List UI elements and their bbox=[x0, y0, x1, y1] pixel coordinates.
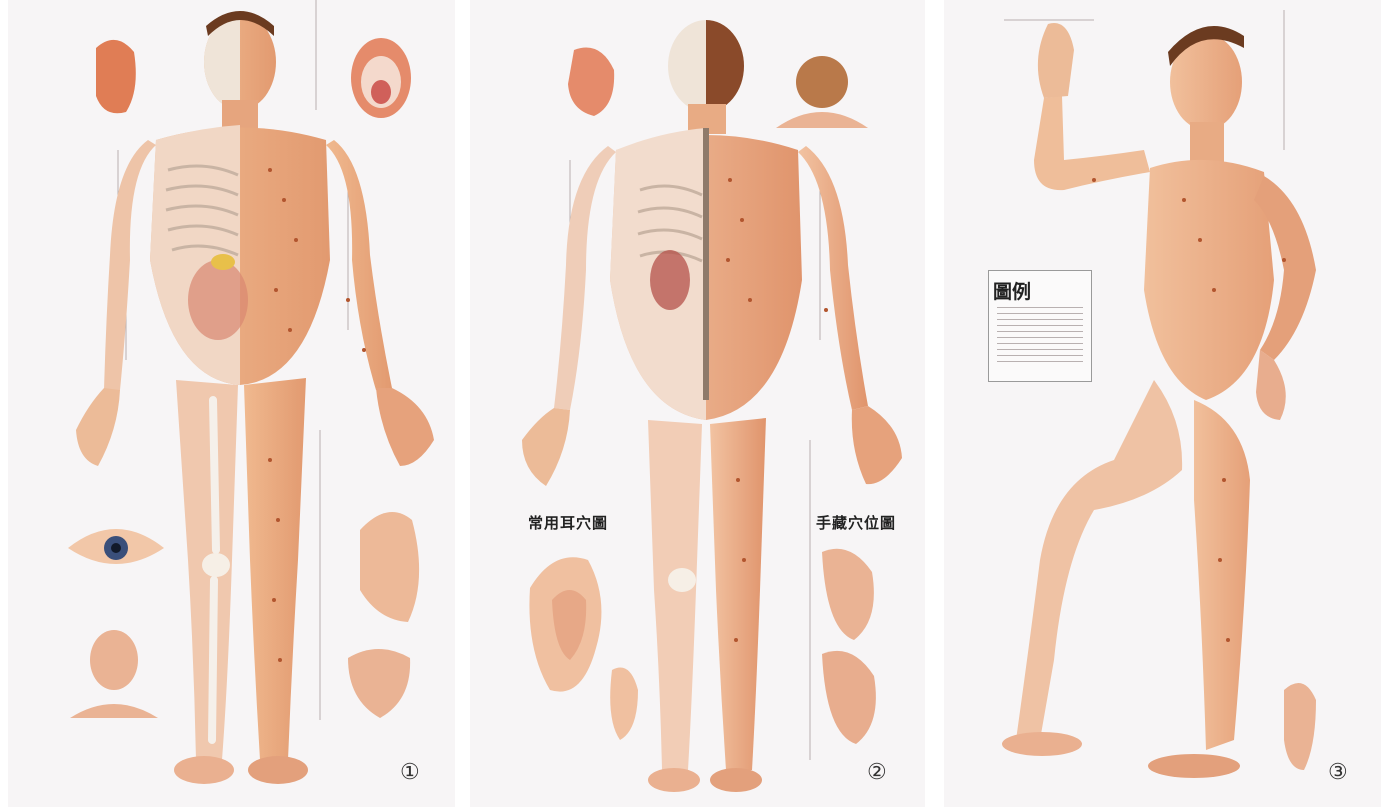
anterior-chart-panel: ① bbox=[8, 0, 455, 807]
panel-number: ① bbox=[400, 762, 420, 784]
shoulder-vignette bbox=[360, 512, 419, 622]
gutter bbox=[455, 0, 470, 807]
legend-title: 圖例 bbox=[993, 277, 1031, 304]
posterior-body-figure bbox=[470, 0, 925, 807]
organ-vignette bbox=[96, 40, 136, 113]
hand-back-diagram bbox=[822, 651, 876, 744]
gutter bbox=[1381, 0, 1389, 807]
gutter bbox=[925, 0, 944, 807]
panel-number: ② bbox=[867, 762, 887, 784]
foot-sole-vignette bbox=[1284, 683, 1316, 770]
head-back-vignette bbox=[796, 56, 848, 108]
heart-vignette bbox=[568, 48, 614, 117]
gutter bbox=[0, 0, 8, 807]
lateral-chart-panel: 圖例 ③ bbox=[944, 0, 1381, 807]
legend-box: 圖例 bbox=[988, 270, 1092, 382]
panel-number: ③ bbox=[1328, 762, 1348, 784]
legend-entries bbox=[997, 307, 1083, 367]
posterior-chart-panel: 常用耳穴圖 手藏穴位圖 ② bbox=[470, 0, 925, 807]
hand-palm-diagram bbox=[822, 549, 874, 640]
pelvis-vignette bbox=[348, 649, 410, 718]
neck-vignette bbox=[90, 630, 138, 690]
anterior-body-figure bbox=[8, 0, 455, 807]
hand-acupoints-title: 手藏穴位圖 bbox=[816, 512, 896, 533]
lateral-body-figure bbox=[944, 0, 1381, 807]
ear-acupoints-title: 常用耳穴圖 bbox=[528, 512, 608, 533]
